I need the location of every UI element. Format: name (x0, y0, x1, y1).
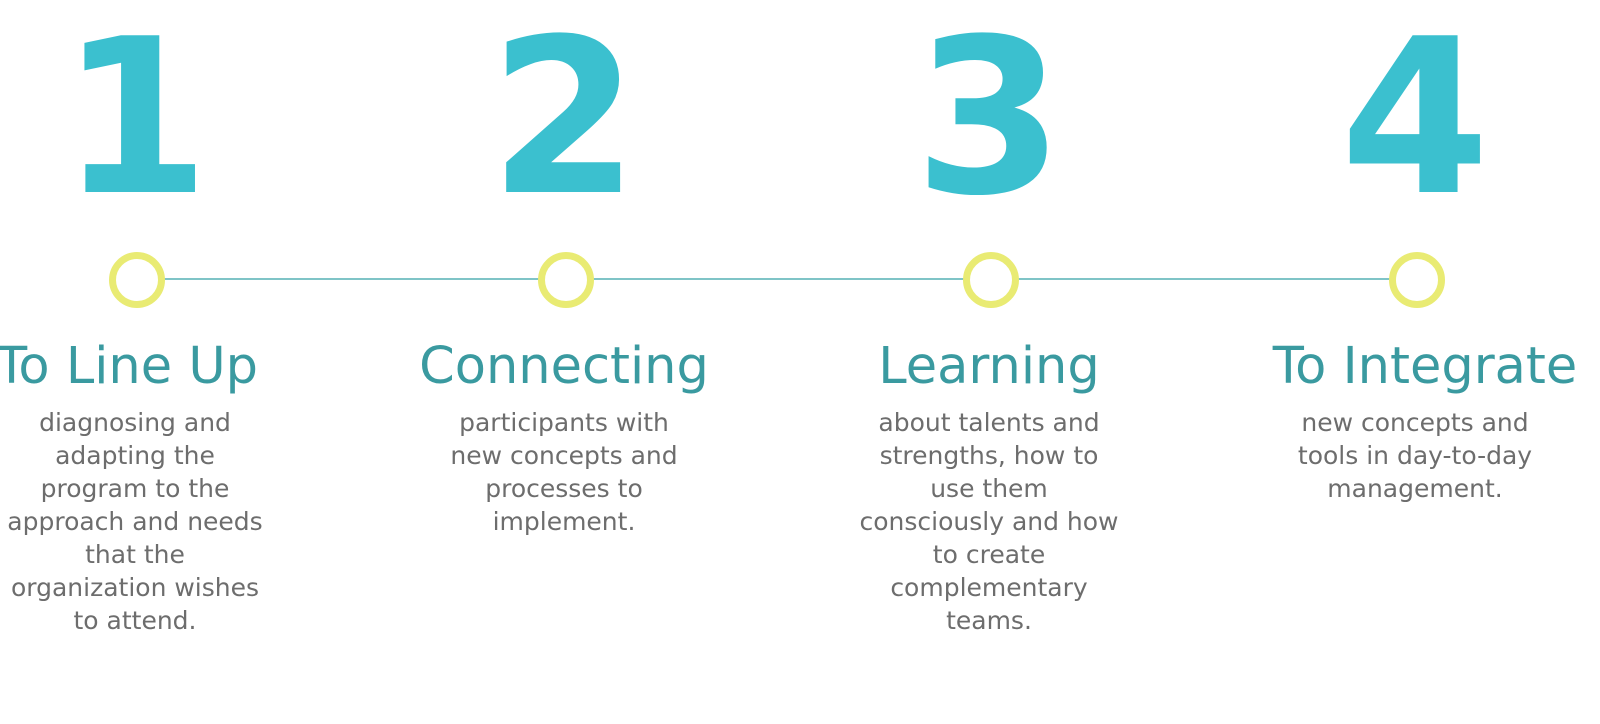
step-description: new concepts and tools in day-to-day man… (1297, 408, 1533, 503)
step-title: To Line Up (0, 337, 259, 396)
step-number: 2 (489, 0, 639, 243)
step-number: 4 (1340, 0, 1490, 243)
timeline-node-circle (109, 252, 165, 308)
step-description: participants with new concepts and proce… (450, 408, 678, 536)
step-description: about talents and strengths, how to use … (859, 408, 1119, 635)
step-title: To Integrate (1272, 337, 1578, 396)
step-description: diagnosing and adapting the program to t… (7, 408, 263, 635)
step-title: Learning (878, 337, 1100, 396)
step-number: 3 (914, 0, 1064, 243)
timeline-connector-line (137, 278, 1417, 280)
timeline-node-circle (1389, 252, 1445, 308)
timeline-node-circle (538, 252, 594, 308)
step-title: Connecting (419, 337, 709, 396)
step-number: 1 (60, 0, 210, 243)
timeline-node-circle (963, 252, 1019, 308)
